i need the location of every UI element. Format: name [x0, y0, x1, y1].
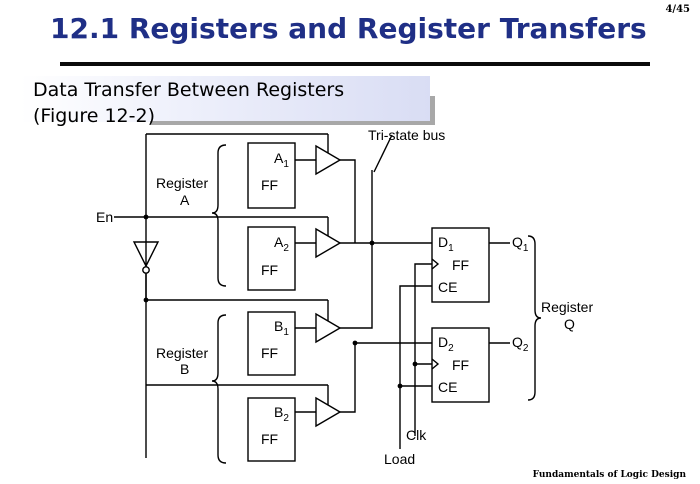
subtitle: Data Transfer Between Registers (Figure … [33, 77, 344, 129]
footer-text: Fundamentals of Logic Design [532, 470, 686, 480]
register-b-label-1: Register [156, 345, 208, 361]
title-underline [60, 62, 650, 66]
q1-ce-label: CE [438, 279, 457, 295]
en-label: En [96, 209, 113, 225]
ff-b1-box [247, 311, 296, 376]
b2-label: B2 [274, 404, 289, 424]
d2-label: D2 [438, 334, 454, 354]
a1-label: A1 [274, 150, 289, 170]
register-a-brace [211, 144, 227, 287]
register-a-label-2: A [180, 192, 190, 208]
subtitle-shadow-bottom [150, 121, 435, 125]
clk-label: Clk [406, 427, 427, 443]
q1-ff-label: FF [452, 257, 469, 273]
a2-ff-label: FF [261, 262, 278, 278]
register-b-label-2: B [180, 361, 189, 377]
b2-ff-label: FF [261, 431, 278, 447]
load-label: Load [384, 451, 415, 467]
register-q-brace [527, 235, 542, 401]
register-b-brace [211, 314, 227, 464]
inverter-bubble [142, 266, 150, 274]
register-q-label-1: Register [541, 299, 593, 315]
ff-q1-box [431, 227, 490, 303]
q1-label: Q1 [512, 234, 529, 254]
subtitle-line-1: Data Transfer Between Registers [33, 79, 345, 101]
a2-label: A2 [274, 234, 289, 254]
q2-ce-label: CE [438, 379, 457, 395]
b1-label: B1 [274, 318, 289, 338]
q2-label: Q2 [512, 334, 529, 354]
tristate-bus-label: Tri-state bus [368, 127, 445, 143]
subtitle-highlight [20, 76, 430, 122]
ff-q2-box [431, 327, 490, 403]
register-q-label-2: Q [564, 316, 575, 332]
ff-b2-box [247, 397, 296, 462]
d1-label: D1 [438, 234, 454, 254]
a1-ff-label: FF [261, 177, 278, 193]
b1-ff-label: FF [261, 345, 278, 361]
subtitle-line-2: (Figure 12-2) [33, 105, 155, 127]
subtitle-shadow-right [430, 96, 435, 124]
q2-ff-label: FF [452, 357, 469, 373]
ff-a1-box [247, 142, 296, 209]
inverter-triangle [132, 241, 160, 268]
slide-title: 12.1 Registers and Register Transfers [50, 12, 647, 45]
ff-a2-box [247, 226, 296, 291]
page-number: 4/45 [665, 4, 690, 15]
register-a-label-1: Register [156, 175, 208, 191]
